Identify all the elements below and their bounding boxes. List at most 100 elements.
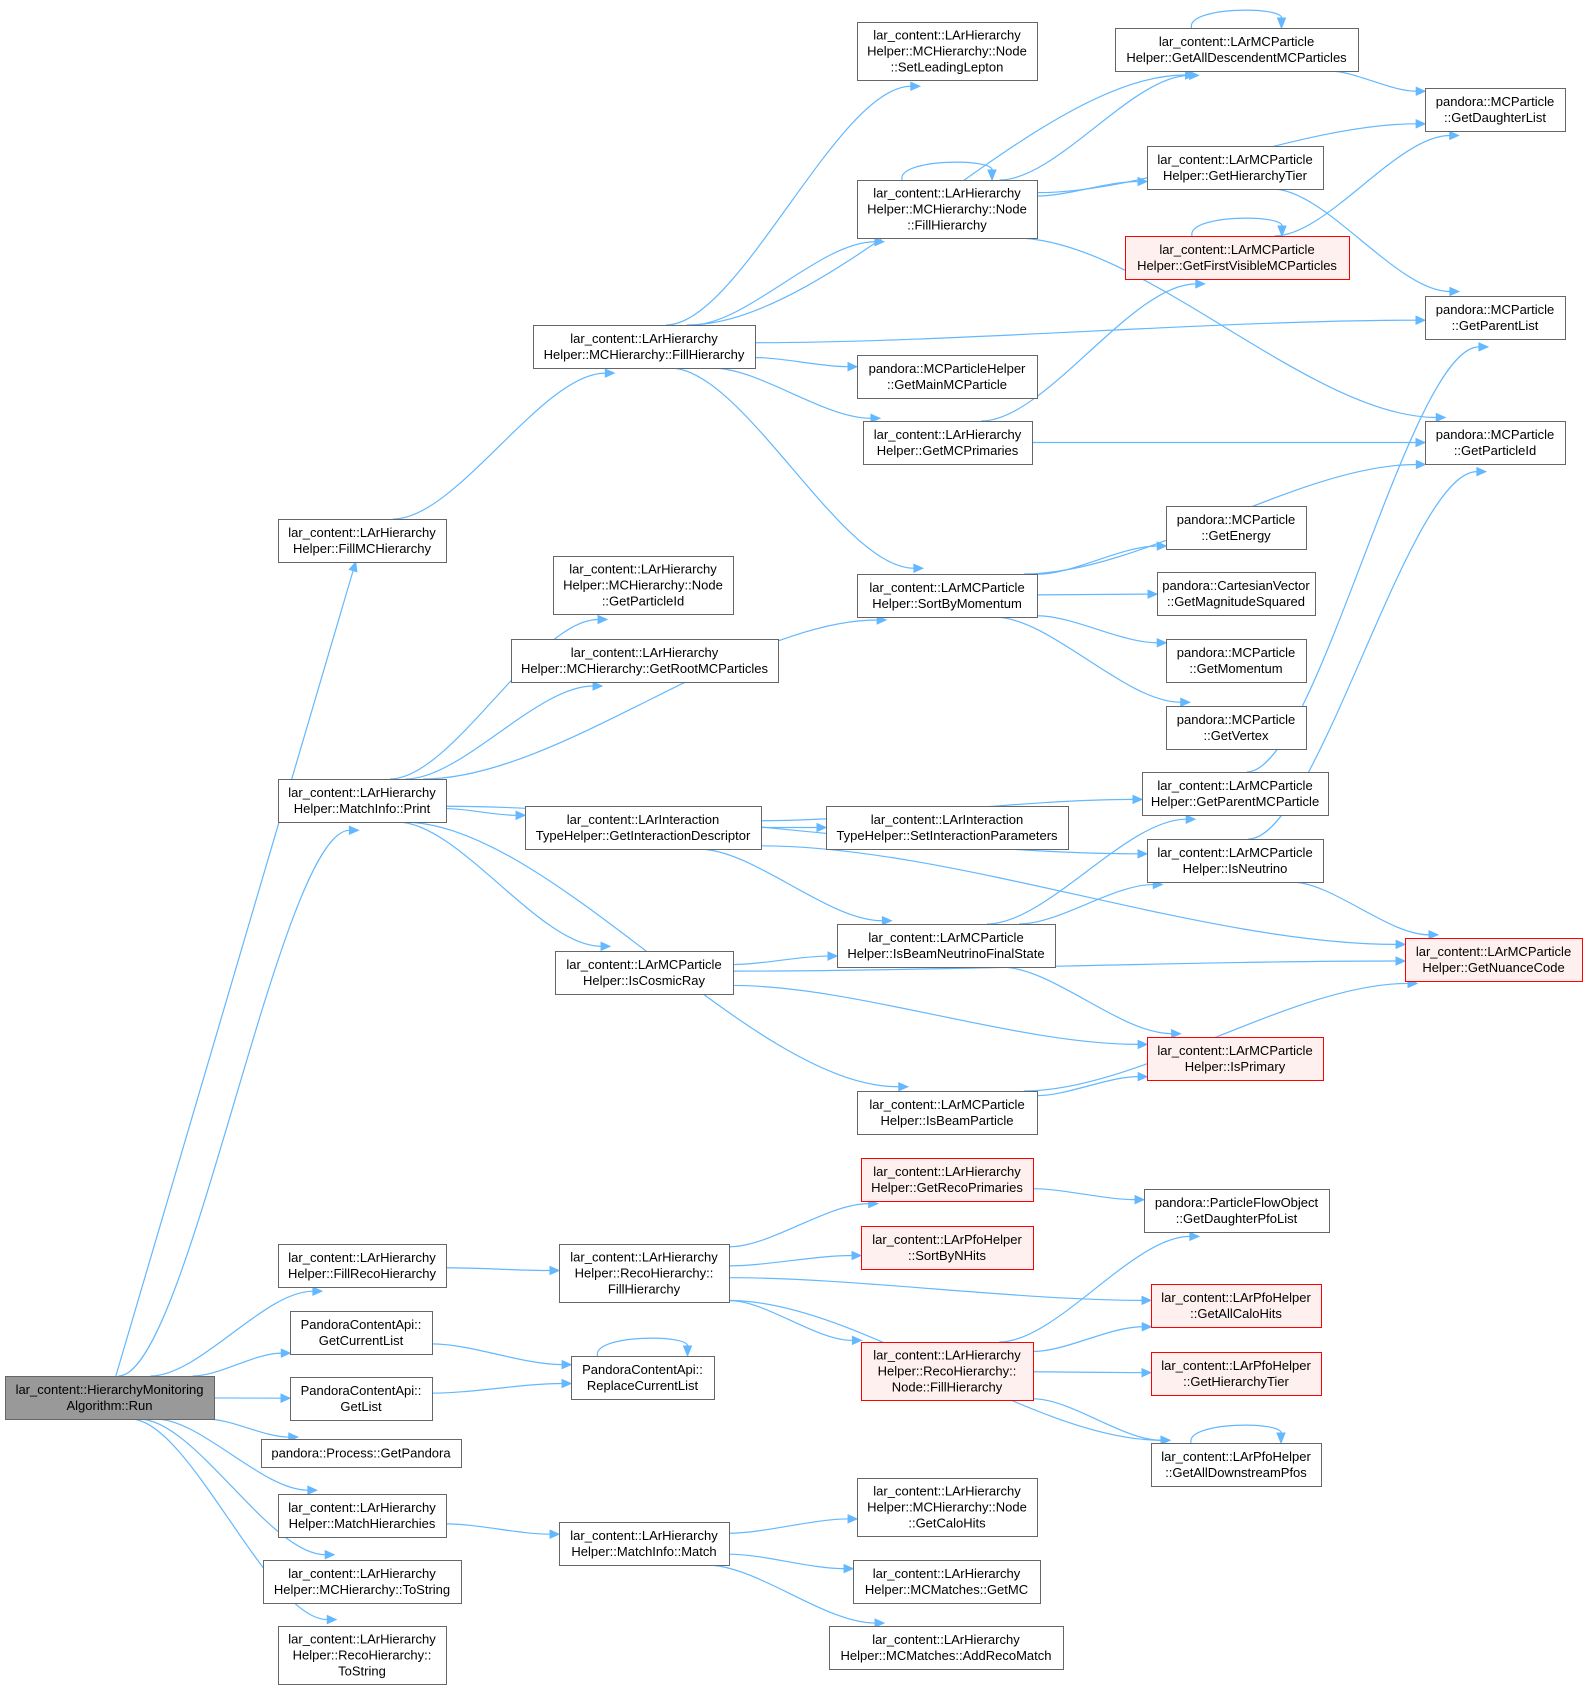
edge-line [115, 570, 354, 1377]
node-calo[interactable]: lar_content::LArPfoHelper::GetAllCaloHit… [1151, 1284, 1322, 1328]
edge-arrowhead [1160, 1435, 1172, 1445]
node-momentum[interactable]: pandora::MCParticle::GetMomentum [1166, 639, 1307, 683]
node-getPandora[interactable]: pandora::Process::GetPandora [261, 1439, 462, 1468]
node-setLead[interactable]: lar_content::LArHierarchyHelper::MCHiera… [857, 22, 1038, 81]
node-isNu[interactable]: lar_content::LArMCParticleHelper::IsNeut… [1147, 839, 1324, 883]
edge-print-intDesc [445, 807, 527, 821]
edge-arrowhead [1478, 342, 1490, 352]
node-run[interactable]: lar_content::HierarchyMonitoringAlgorith… [5, 1376, 215, 1420]
node-label: pandora::MCParticle [1436, 302, 1555, 317]
edge-line [118, 829, 350, 1377]
node-getList[interactable]: PandoraContentApi::GetList [290, 1377, 433, 1421]
node-isPrim[interactable]: lar_content::LArMCParticleHelper::IsPrim… [1147, 1037, 1324, 1081]
edge-arrowhead [600, 941, 612, 952]
edge-sortMom-vertex [994, 616, 1191, 708]
node-matchH[interactable]: lar_content::LArHierarchyHelper::MatchHi… [278, 1494, 447, 1538]
node-downPfos[interactable]: lar_content::LArPfoHelper::GetAllDownstr… [1151, 1443, 1322, 1487]
node-caloNode[interactable]: lar_content::LArHierarchyHelper::MCHiera… [857, 1478, 1038, 1537]
edge-print-rootMC [405, 681, 604, 780]
node-vertex[interactable]: pandora::MCParticle::GetVertex [1166, 706, 1307, 750]
node-pfoDaughter[interactable]: pandora::ParticleFlowObject::GetDaughter… [1144, 1189, 1330, 1233]
edge-recoFill-recoPrim [728, 1198, 879, 1248]
edge-arrowhead [682, 1345, 693, 1358]
edge-arrowhead [280, 1348, 292, 1358]
node-sortMom[interactable]: lar_content::LArMCParticleHelper::SortBy… [857, 574, 1038, 618]
node-label: Helper::MCHierarchy::Node [867, 202, 1027, 217]
edge-line [445, 1267, 551, 1272]
node-setInt[interactable]: lar_content::LArInteractionTypeHelper::S… [826, 806, 1069, 850]
node-nodePid[interactable]: lar_content::LArHierarchyHelper::MCHiera… [553, 556, 734, 615]
node-recoToString[interactable]: lar_content::LArHierarchyHelper::RecoHie… [278, 1626, 447, 1685]
node-replace[interactable]: PandoraContentApi::ReplaceCurrentList [571, 1356, 715, 1400]
edge-run-fillReco [150, 1286, 324, 1377]
edge-line [423, 619, 878, 780]
node-sortNHits[interactable]: lar_content::LArPfoHelper::SortByNHits [861, 1226, 1034, 1270]
node-mcPrim[interactable]: lar_content::LArHierarchyHelper::GetMCPr… [863, 421, 1033, 465]
edge-line [1032, 1371, 1143, 1374]
node-label: pandora::CartesianVector [1162, 578, 1310, 593]
edge-recoNodeFill-calo [1032, 1321, 1153, 1353]
node-mcFill[interactable]: lar_content::LArHierarchyHelper::MCHiera… [533, 325, 756, 369]
node-energy[interactable]: pandora::MCParticle::GetEnergy [1166, 506, 1307, 550]
edge-run-curList [192, 1348, 292, 1377]
node-print[interactable]: lar_content::LArHierarchyHelper::MatchIn… [278, 779, 447, 823]
edge-line [1272, 188, 1450, 293]
node-label: lar_content::LArPfoHelper [1161, 1358, 1311, 1373]
node-box [290, 1377, 433, 1421]
node-rootMC[interactable]: lar_content::LArHierarchyHelper::MCHiera… [511, 639, 779, 683]
node-nodeFill[interactable]: lar_content::LArHierarchyHelper::MCHiera… [857, 180, 1038, 239]
node-label: Helper::FillMCHierarchy [293, 541, 431, 556]
node-parentMC[interactable]: lar_content::LArMCParticleHelper::GetPar… [1142, 772, 1329, 816]
edge-arrowhead [549, 1529, 561, 1539]
node-label: Helper::GetHierarchyTier [1163, 168, 1308, 183]
edge-mcFill-mainMC [754, 356, 859, 372]
node-box [533, 325, 756, 369]
node-beamPart[interactable]: lar_content::LArMCParticleHelper::IsBeam… [857, 1091, 1038, 1135]
node-nuance[interactable]: lar_content::LArMCParticleHelper::GetNua… [1405, 938, 1583, 982]
node-beamNuFS[interactable]: lar_content::LArMCParticleHelper::IsBeam… [837, 924, 1056, 968]
node-daughter[interactable]: pandora::MCParticle::GetDaughterList [1425, 88, 1566, 132]
node-magSq[interactable]: pandora::CartesianVector::GetMagnitudeSq… [1157, 572, 1316, 616]
node-box [1425, 88, 1566, 132]
node-box [263, 1560, 462, 1604]
edge-line [999, 1235, 1190, 1343]
node-mcToString[interactable]: lar_content::LArHierarchyHelper::MCHiera… [263, 1560, 462, 1604]
edge-allDesc-daughter [1329, 70, 1427, 96]
edge-print-nodePid [390, 614, 609, 780]
node-fillMC[interactable]: lar_content::LArHierarchyHelper::FillMCH… [278, 519, 447, 563]
node-mainMC[interactable]: pandora::MCParticleHelper::GetMainMCPart… [857, 355, 1038, 399]
node-curList[interactable]: PandoraContentApi::GetCurrentList [290, 1311, 433, 1355]
edge-line [1248, 471, 1477, 840]
node-label: lar_content::LArHierarchy [570, 1528, 718, 1543]
edge-arrowhead [851, 1335, 863, 1346]
edge-line [155, 1418, 308, 1491]
edge-recoFill-calo [728, 1277, 1153, 1306]
node-box [559, 1522, 730, 1566]
edge-self-downPfos [1190, 1424, 1286, 1445]
node-cosmic[interactable]: lar_content::LArMCParticleHelper::IsCosm… [555, 951, 734, 995]
node-fillReco[interactable]: lar_content::LArHierarchyHelper::FillRec… [278, 1244, 447, 1288]
node-firstVis[interactable]: lar_content::LArMCParticleHelper::GetFir… [1125, 236, 1350, 280]
node-intDesc[interactable]: lar_content::LArInteractionTypeHelper::G… [525, 806, 762, 850]
node-allDesc[interactable]: lar_content::LArMCParticleHelper::GetAll… [1115, 28, 1359, 72]
node-getMC[interactable]: lar_content::LArHierarchyHelper::MCMatch… [853, 1560, 1041, 1604]
node-recoPrim[interactable]: lar_content::LArHierarchyHelper::GetReco… [861, 1158, 1034, 1202]
node-recoNodeFill[interactable]: lar_content::LArHierarchyHelper::RecoHie… [861, 1342, 1034, 1401]
edge-arrowhead [874, 236, 886, 247]
node-pfoTier[interactable]: lar_content::LArPfoHelper::GetHierarchyT… [1151, 1352, 1322, 1396]
node-recoFill[interactable]: lar_content::LArHierarchyHelper::RecoHie… [559, 1244, 730, 1303]
node-label: Algorithm::Run [67, 1398, 153, 1413]
edge-arrowhead [597, 614, 609, 625]
node-match[interactable]: lar_content::LArHierarchyHelper::MatchIn… [559, 1522, 730, 1566]
node-box [857, 574, 1038, 618]
node-label: ToString [338, 1664, 386, 1679]
node-pid[interactable]: pandora::MCParticle::GetParticleId [1425, 421, 1566, 465]
edge-fillMC-mcFill [393, 368, 616, 520]
edge-run-recoToString [130, 1418, 338, 1625]
edge-arrowhead [847, 1514, 859, 1524]
node-label: Helper::MCHierarchy::FillHierarchy [544, 347, 745, 362]
node-parentList[interactable]: pandora::MCParticle::GetParentList [1425, 296, 1566, 340]
node-label: pandora::MCParticle [1436, 94, 1555, 109]
node-tier[interactable]: lar_content::LArMCParticleHelper::GetHie… [1147, 146, 1324, 190]
node-addReco[interactable]: lar_content::LArHierarchyHelper::MCMatch… [829, 1626, 1064, 1670]
